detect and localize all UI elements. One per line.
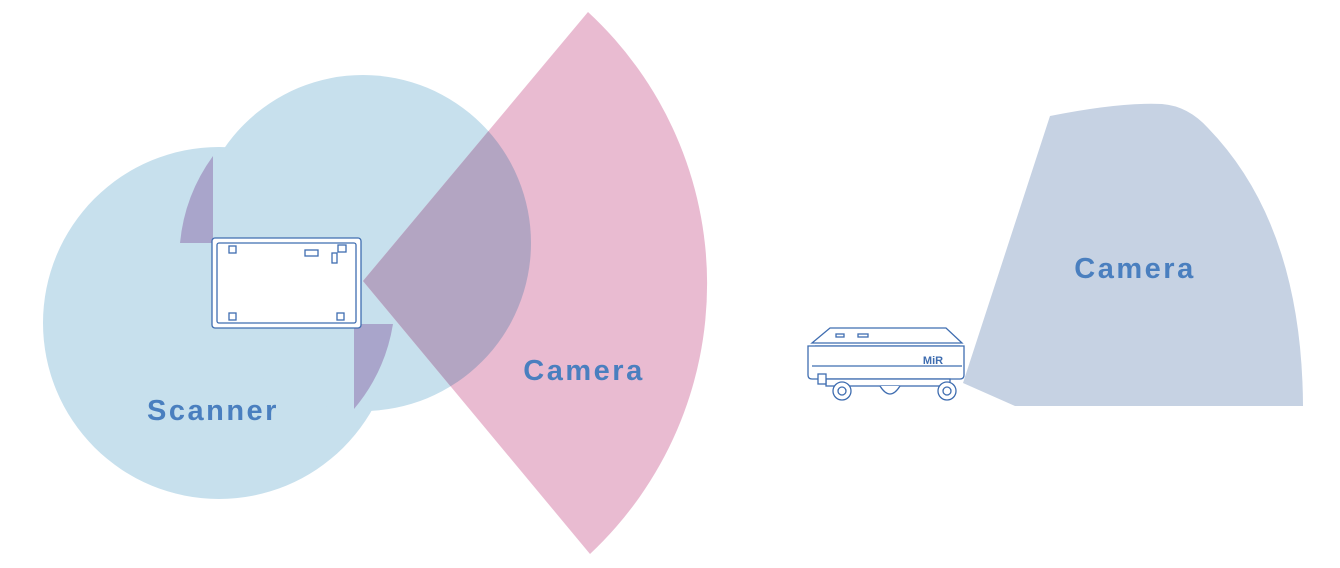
robot-top-view — [211, 237, 362, 329]
scanner-blindspot-wedge-bottom — [354, 324, 393, 409]
robot-logo: MiR — [923, 355, 943, 367]
camera-label-top: Camera — [523, 355, 644, 387]
robot-side-view — [807, 327, 965, 401]
camera-label-side: Camera — [1074, 253, 1195, 285]
scanner-label: Scanner — [147, 395, 279, 427]
scanner-blindspot-wedge-top — [180, 156, 213, 243]
camera-zone-top — [363, 12, 708, 554]
camera-zone-side — [963, 103, 1303, 406]
top-view: Scanner Camera — [43, 12, 708, 554]
side-view: MiR Camera — [807, 103, 1303, 406]
